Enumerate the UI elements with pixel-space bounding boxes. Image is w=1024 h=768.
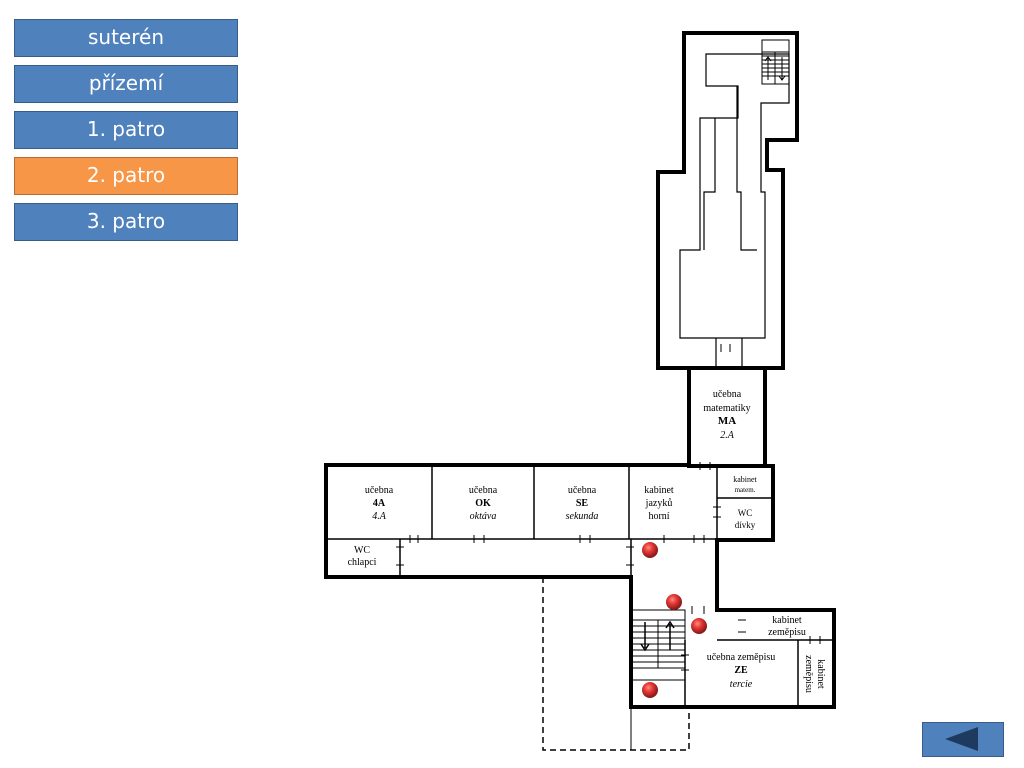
room-se: učebna SE sekunda	[566, 485, 599, 522]
annex-dashed	[542, 577, 690, 751]
room-ok-label: učebna	[469, 485, 498, 496]
room-kmat-label-2: matem.	[735, 486, 756, 494]
location-marker-icon[interactable]	[691, 618, 707, 634]
room-kabinet-jazyku: kabinet jazyků horní	[644, 485, 674, 522]
floor-button-suteren[interactable]: suterén	[14, 19, 238, 57]
room-kzem2-label-2: zeměpisu	[803, 655, 814, 693]
room-kzem-label-2: zeměpisu	[768, 627, 806, 638]
room-ze: učebna zeměpisu ZE tercie	[707, 652, 776, 690]
room-kabinet-zemepisu-2: kabinet zeměpisu	[803, 655, 826, 693]
room-4a-code: 4A	[373, 498, 386, 509]
room-ok-class: oktáva	[470, 511, 497, 522]
room-ma-class: 2.A	[720, 430, 735, 441]
floor-button-1-patro[interactable]: 1. patro	[14, 111, 238, 149]
room-ze-class: tercie	[730, 679, 753, 690]
location-marker-icon[interactable]	[642, 542, 658, 558]
north-wing	[656, 31, 799, 370]
room-wc-chlapci: WC chlapci	[348, 545, 377, 568]
room-wcd-label-2: dívky	[735, 520, 756, 530]
floor-button-3-patro[interactable]: 3. patro	[14, 203, 238, 241]
room-kzem2-label-1: kabinet	[815, 659, 826, 689]
stairs-north-icon	[761, 39, 790, 85]
left-arrow-icon	[945, 727, 978, 751]
room-wcd-label-1: WC	[738, 508, 753, 518]
room-ma-code: MA	[718, 415, 736, 427]
room-kjh-label-3: horní	[648, 511, 669, 522]
room-wcch-label-2: chlapci	[348, 557, 377, 568]
room-kabinet-zemepisu: kabinet zeměpisu	[768, 615, 806, 638]
stairs-south-icon	[631, 619, 685, 669]
room-se-label: učebna	[568, 485, 597, 496]
room-kmat-label-1: kabinet	[733, 475, 757, 484]
floor-button-prizemi[interactable]: přízemí	[14, 65, 238, 103]
room-se-code: SE	[576, 498, 589, 509]
room-se-class: sekunda	[566, 511, 599, 522]
floor-menu: suterén přízemí 1. patro 2. patro 3. pat…	[14, 19, 238, 249]
room-kjh-label-1: kabinet	[644, 485, 674, 496]
room-4a-label: učebna	[365, 485, 394, 496]
room-4a: učebna 4A 4.A	[365, 485, 394, 522]
room-kjh-label-2: jazyků	[645, 498, 673, 509]
room-ok-code: OK	[475, 498, 491, 509]
room-kabinet-matem: kabinet matem.	[733, 475, 757, 494]
room-wcch-label-1: WC	[354, 545, 370, 556]
location-marker-icon[interactable]	[642, 682, 658, 698]
room-ok: učebna OK oktáva	[469, 485, 498, 522]
back-button[interactable]	[922, 722, 1004, 757]
west-wing	[324, 462, 836, 709]
location-marker-icon[interactable]	[666, 594, 682, 610]
room-kzem-label-1: kabinet	[772, 615, 802, 626]
room-4a-class: 4.A	[372, 511, 387, 522]
room-ze-code: ZE	[734, 665, 748, 676]
floor-button-2-patro[interactable]: 2. patro	[14, 157, 238, 195]
room-ma: učebna matematiky MA 2.A	[687, 366, 767, 468]
room-ma-label-1: učebna	[713, 389, 742, 400]
room-ze-label: učebna zeměpisu	[707, 652, 776, 663]
room-wc-divky: WC dívky	[735, 508, 756, 530]
room-ma-label-2: matematiky	[703, 403, 750, 414]
